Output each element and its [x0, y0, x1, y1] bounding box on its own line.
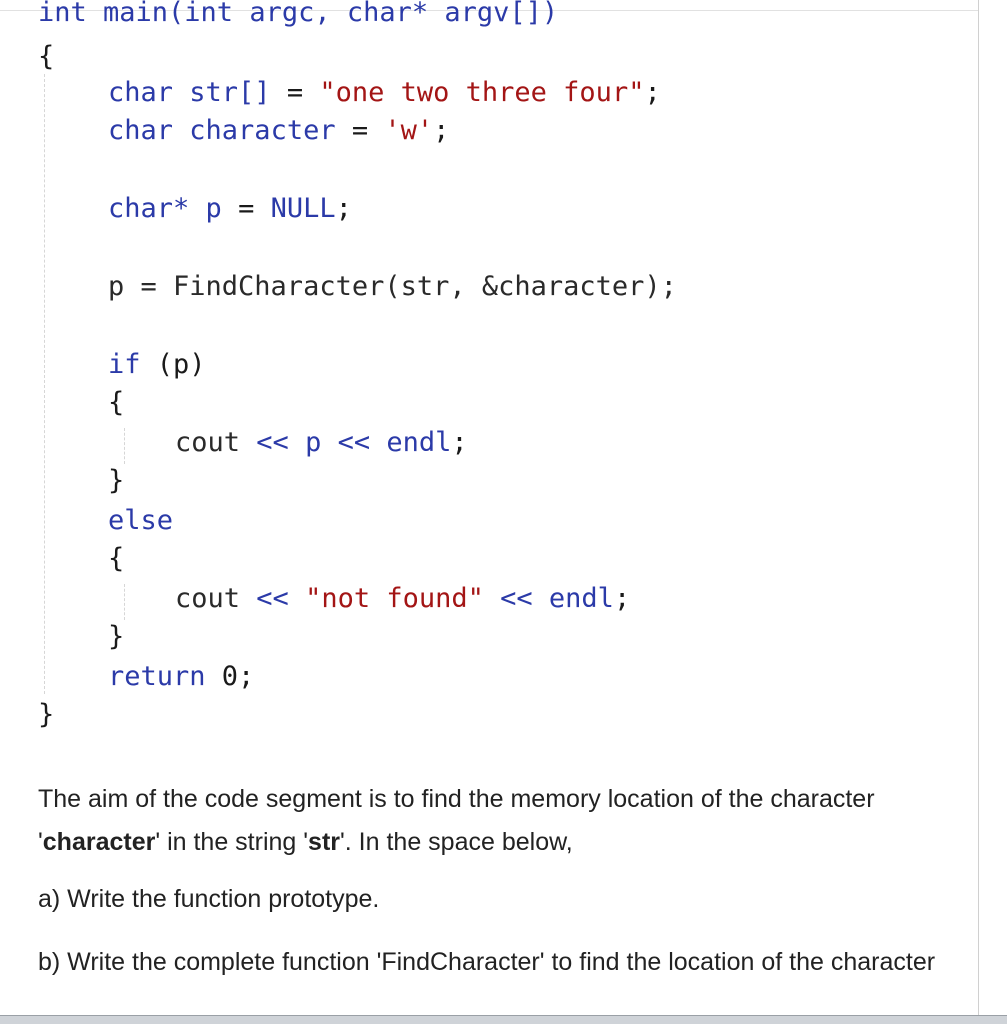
semicolon: ;	[433, 115, 450, 146]
indent-guide	[124, 584, 125, 620]
stream-operator: <<	[256, 583, 306, 614]
code-line-open-else: {	[108, 543, 125, 574]
bold-term-str: str	[308, 828, 341, 856]
char-literal: 'w'	[384, 115, 434, 146]
identifier: character	[173, 115, 352, 146]
semicolon: ;	[335, 193, 352, 224]
string-literal: "not found"	[305, 583, 484, 614]
indent-guide	[124, 428, 125, 464]
code-line-ptr-decl: char* p = NULL;	[108, 192, 352, 226]
code-line-str-decl: char str[] = "one two three four";	[108, 76, 661, 110]
identifier: p	[189, 193, 239, 224]
text: The aim of the code segment is to find t…	[38, 785, 875, 856]
code-line-close-main: }	[38, 699, 55, 730]
endl: endl	[548, 583, 614, 614]
code-line-cout-not-found: cout << "not found" << endl;	[175, 582, 630, 616]
code-line-call: p = FindCharacter(str, &character);	[108, 271, 677, 302]
code-line-open-if: {	[108, 387, 125, 418]
code-line-else: else	[108, 505, 174, 536]
identifier-p: p	[305, 427, 338, 458]
question-paragraph: The aim of the code segment is to find t…	[38, 778, 938, 864]
operator: =	[286, 77, 320, 108]
code-line-open-main: {	[38, 41, 55, 72]
code-line-return: return 0;	[108, 660, 254, 694]
cout: cout	[175, 427, 257, 458]
keyword-char-ptr: char*	[108, 193, 190, 224]
endl: endl	[386, 427, 452, 458]
semicolon: ;	[644, 77, 661, 108]
bottom-bar	[0, 1015, 1007, 1024]
code-line-close-else: }	[108, 621, 125, 652]
if-condition: (p)	[140, 349, 206, 380]
identifier: str[]	[173, 77, 287, 108]
stream-operator: <<	[337, 427, 387, 458]
null-literal: NULL	[270, 193, 336, 224]
bold-term-character: character	[42, 828, 156, 856]
keyword-return: return	[108, 661, 206, 692]
operator: =	[351, 115, 385, 146]
top-divider	[0, 10, 978, 11]
semicolon: ;	[613, 583, 631, 614]
stream-operator: <<	[256, 427, 306, 458]
keyword-char: char	[108, 77, 174, 108]
code-line-char-decl: char character = 'w';	[108, 114, 449, 148]
keyword-if: if	[108, 349, 141, 380]
code-line-close-if: }	[108, 465, 125, 496]
cout: cout	[175, 583, 257, 614]
return-value: 0;	[205, 661, 255, 692]
code-line-cout-p: cout << p << endl;	[175, 426, 468, 460]
question-text: The aim of the code segment is to find t…	[38, 778, 938, 977]
operator: =	[238, 193, 271, 224]
semicolon: ;	[451, 427, 468, 458]
stream-operator: <<	[483, 583, 549, 614]
code-line-main: int main(int argc, char* argv[])	[38, 0, 559, 28]
string-literal: "one two three four"	[319, 77, 645, 108]
code-line-if: if (p)	[108, 348, 206, 382]
text: '. In the space below,	[340, 828, 573, 856]
question-part-b: b) Write the complete function 'FindChar…	[38, 948, 936, 976]
question-card: int main(int argc, char* argv[]) { char …	[0, 0, 979, 1016]
question-part-a: a) Write the function prototype.	[38, 885, 380, 913]
text: ' in the string '	[155, 828, 309, 856]
indent-guide	[44, 74, 45, 694]
keyword-char: char	[108, 115, 174, 146]
